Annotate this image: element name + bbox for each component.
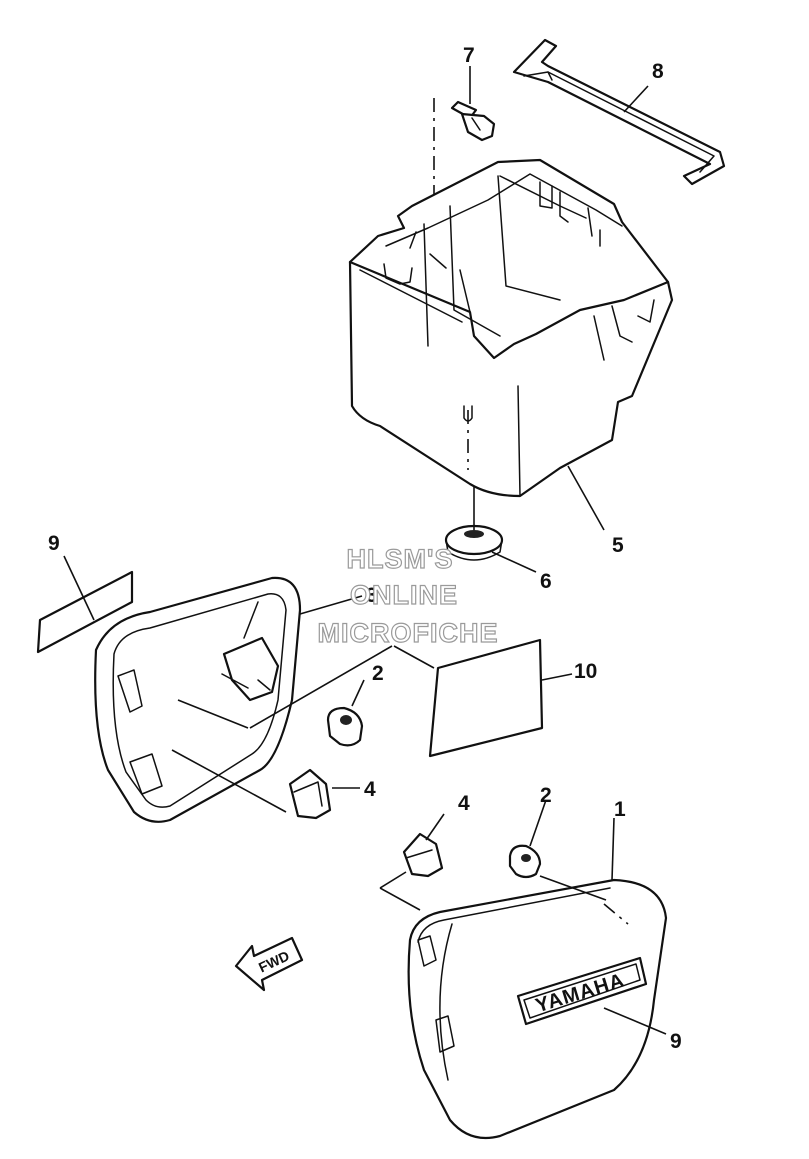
callout-3: 3 bbox=[366, 584, 378, 607]
grommet-small-lower[interactable] bbox=[508, 844, 542, 879]
callout-labels: 7 8 5 6 9 3 2 10 4 4 2 1 9 bbox=[48, 44, 682, 1053]
callout-9-upper: 9 bbox=[48, 532, 60, 555]
callout-8: 8 bbox=[652, 60, 664, 83]
watermark-line-1: HLSM'S bbox=[347, 544, 454, 574]
callout-4-upper: 4 bbox=[364, 778, 376, 801]
clip-lower[interactable] bbox=[402, 832, 444, 878]
callout-2-lower: 2 bbox=[540, 784, 552, 807]
callout-10: 10 bbox=[574, 660, 597, 683]
callout-4-lower: 4 bbox=[458, 792, 470, 815]
callout-9-lower: 9 bbox=[670, 1030, 682, 1053]
grommet-small-upper[interactable] bbox=[326, 706, 364, 747]
watermark: HLSM'S ONLINE MICROFICHE bbox=[317, 543, 499, 648]
watermark-line-3: MICROFICHE bbox=[318, 618, 499, 648]
battery-band[interactable] bbox=[512, 38, 726, 186]
decal-strip[interactable] bbox=[36, 570, 134, 654]
grommet[interactable] bbox=[444, 524, 504, 561]
leader-lines bbox=[63, 66, 667, 1035]
bolt[interactable] bbox=[450, 100, 496, 142]
callout-5: 5 bbox=[612, 534, 624, 557]
plate-10[interactable] bbox=[428, 638, 544, 758]
battery-box[interactable] bbox=[348, 158, 674, 498]
side-cover-left[interactable] bbox=[94, 576, 302, 823]
clip-upper[interactable] bbox=[288, 768, 332, 820]
forward-arrow-icon: FWD bbox=[234, 936, 304, 992]
callout-7: 7 bbox=[463, 44, 475, 67]
callout-2-upper: 2 bbox=[372, 662, 384, 685]
callout-1: 1 bbox=[614, 798, 626, 821]
callout-6: 6 bbox=[540, 570, 552, 593]
watermark-line-2: ONLINE bbox=[350, 580, 458, 610]
side-cover-right[interactable]: YAMAHA bbox=[407, 878, 668, 1140]
